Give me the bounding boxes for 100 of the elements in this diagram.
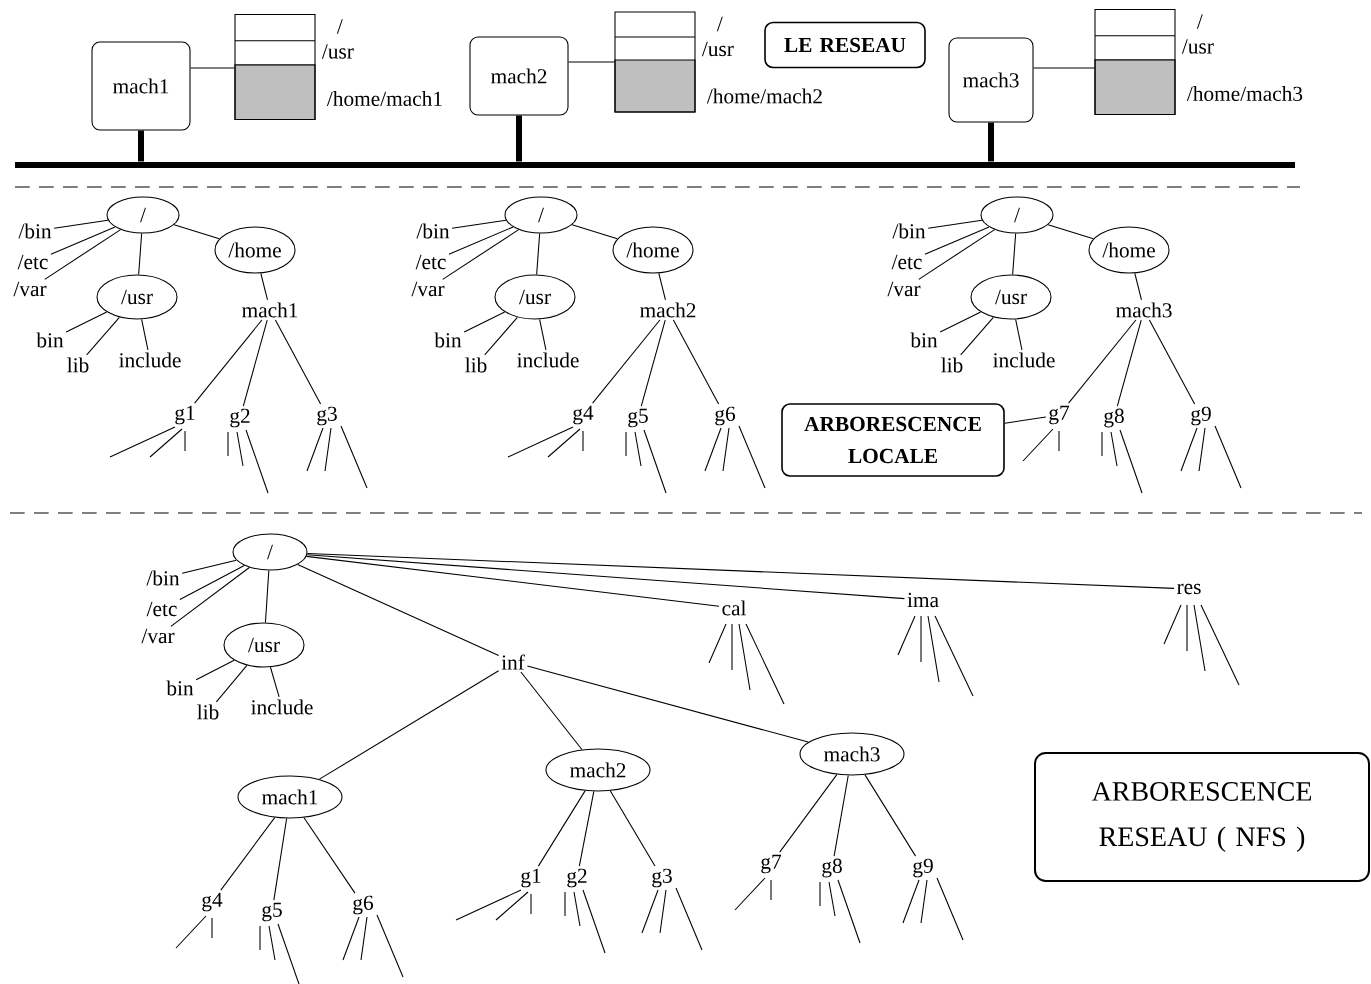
branch-stub (547, 428, 581, 458)
directory-label: res (1177, 583, 1201, 595)
directory-label: lib (67, 357, 89, 373)
branch-stub (837, 879, 861, 944)
partition-label: / (336, 19, 343, 34)
directory-label: g5 (628, 408, 648, 428)
directory-label: g3 (652, 868, 672, 888)
tree-branch (269, 666, 280, 698)
bus-connector (516, 115, 522, 162)
partition-label: /usr (1181, 39, 1214, 54)
tree-branch (924, 226, 990, 255)
directory-label: g4 (202, 892, 223, 912)
tree-branch (833, 774, 849, 857)
tree-branch (864, 774, 917, 857)
tree-branch (484, 316, 518, 356)
bus-connector (138, 130, 144, 162)
branch-stub (731, 623, 733, 671)
tree-branch (273, 817, 288, 901)
directory-label: include (993, 352, 1055, 368)
tree-branch (1012, 233, 1017, 275)
tree-branch (658, 272, 667, 301)
tree-branch (53, 219, 109, 229)
machine-box: mach1 (91, 41, 191, 131)
branch-stub (675, 887, 703, 951)
directory-label: /bin (892, 223, 926, 239)
branch-stub (109, 426, 176, 458)
branch-stub (738, 425, 766, 489)
tree-branch (138, 233, 143, 275)
tree-branch (220, 817, 276, 891)
directory-label: g8 (1104, 408, 1124, 428)
branch-stub (184, 430, 186, 452)
directory-label: g5 (262, 902, 282, 922)
machine-box: mach2 (469, 36, 569, 116)
branch-stub (360, 916, 368, 961)
branch-stub (340, 425, 368, 489)
partition-label: /usr (701, 41, 734, 57)
label-box: ARBORESCENCE RESEAU ( NFS ) (1034, 752, 1370, 882)
tree-branch (1004, 416, 1047, 424)
tree-branch (463, 311, 506, 333)
branch-stub (634, 431, 642, 467)
tree-branch (65, 311, 108, 333)
branch-stub (1163, 604, 1182, 645)
tree-branch (181, 559, 237, 574)
tree-branch (1134, 272, 1143, 301)
tree-branch (592, 319, 661, 404)
directory-label: lib (941, 357, 963, 373)
tree-branch (44, 229, 122, 280)
branch-stub (1200, 604, 1240, 686)
tree-branch (1047, 224, 1094, 240)
connector-line (190, 67, 235, 69)
directory-label: /etc (17, 254, 48, 270)
branch-stub (211, 917, 213, 939)
directory-label: /var (411, 281, 445, 297)
tree-branch (571, 224, 618, 240)
directory-label: lib (465, 357, 487, 373)
connector-line (568, 61, 615, 63)
tree-branch (173, 224, 220, 240)
directory-label: g9 (913, 858, 933, 878)
branch-stub (227, 431, 229, 457)
branch-stub (1198, 427, 1206, 472)
directory-label: g2 (567, 868, 587, 888)
branch-stub (828, 881, 836, 917)
directory-label: inf (501, 654, 525, 670)
directory-label: ima (907, 592, 939, 608)
branch-stub (704, 427, 722, 472)
directory-label: /etc (891, 254, 922, 270)
branch-stub (259, 925, 261, 951)
tree-branch (537, 790, 586, 867)
branch-stub (1186, 604, 1188, 652)
connector-line (1033, 67, 1095, 69)
directory-label: /etc (146, 601, 177, 617)
partition-label: / (716, 16, 723, 32)
partition-label: /usr (321, 44, 354, 59)
branch-stub (643, 429, 667, 494)
branch-stub (1101, 431, 1103, 457)
tree-branch (215, 664, 248, 703)
tree-branch (520, 671, 583, 751)
branch-stub (582, 889, 606, 954)
branch-stub (722, 427, 730, 472)
directory-label: bin (36, 332, 64, 348)
branch-stub (1110, 431, 1118, 467)
directory-label: cal (722, 600, 746, 616)
tree-branch (451, 219, 507, 229)
branch-stub (625, 431, 627, 457)
label-box: LE RESEAU (764, 21, 926, 69)
branch-stub (495, 891, 529, 921)
partition-label: /home/mach2 (706, 88, 822, 104)
branch-stub (1180, 427, 1198, 472)
tree-branch (536, 233, 541, 275)
directory-label: /bin (18, 223, 52, 239)
branch-stub (920, 879, 928, 924)
directory-label: /bin (146, 570, 180, 586)
tree-branch (526, 665, 809, 743)
branch-stub (936, 877, 964, 941)
directory-label: mach1 (242, 302, 298, 318)
branch-stub (268, 925, 276, 961)
branch-stub (897, 615, 916, 656)
tree-branch (242, 319, 268, 407)
branch-stub (1022, 428, 1054, 462)
branch-stub (1119, 429, 1143, 494)
